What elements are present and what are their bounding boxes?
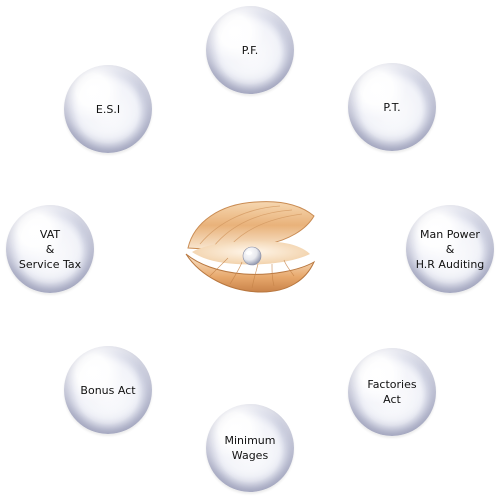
node-esi[interactable]: E.S.I bbox=[64, 65, 152, 153]
node-vat-service-tax-label: VAT & Service Tax bbox=[18, 227, 82, 271]
node-minimum-wages-label: Minimum Wages bbox=[224, 434, 276, 462]
node-bonus-act-label: Bonus Act bbox=[80, 383, 136, 397]
node-manpower-hr-auditing-label: Man Power & H.R Auditing bbox=[415, 227, 485, 271]
node-manpower-hr-auditing[interactable]: Man Power & H.R Auditing bbox=[406, 205, 494, 293]
node-factories-act-label: Factories Act bbox=[367, 378, 417, 406]
node-pf-label: P.F. bbox=[241, 43, 259, 57]
node-esi-label: E.S.I bbox=[95, 102, 121, 116]
node-pf[interactable]: P.F. bbox=[206, 6, 294, 94]
node-minimum-wages[interactable]: Minimum Wages bbox=[206, 404, 294, 492]
node-pt-label: P.T. bbox=[383, 100, 401, 114]
node-vat-service-tax[interactable]: VAT & Service Tax bbox=[6, 205, 94, 293]
node-factories-act[interactable]: Factories Act bbox=[348, 348, 436, 436]
node-pt[interactable]: P.T. bbox=[348, 63, 436, 151]
node-bonus-act[interactable]: Bonus Act bbox=[64, 346, 152, 434]
pearl-oyster-shell-icon bbox=[180, 196, 320, 296]
